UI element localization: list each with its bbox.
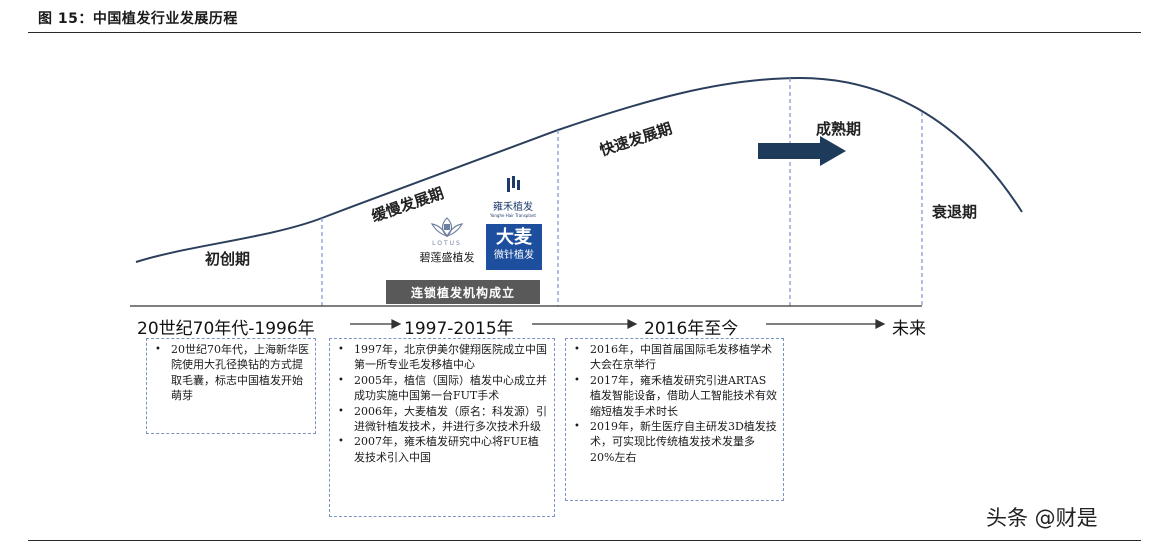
bottom-rule [28,540,1141,541]
damai-sub: 微针植发 [494,250,534,261]
damai-logo: 大麦 微针植发 [486,224,542,270]
watermark: 头条 @财是 [986,506,1098,530]
yonghe-name: 雍禾植发 [493,202,533,213]
chain-label-box: 连锁植发机构成立 [386,280,540,304]
note-era-1: 20世纪70年代，上海新华医院使用大孔径换钻的方式提取毛囊，标志中国植发开始萌芽 [146,338,316,434]
note-era-2: 1997年，北京伊美尔健翔医院成立中国第一所专业毛发移植中心 2005年，植信（… [329,338,555,517]
phase-initial: 初创期 [205,250,251,268]
lotus-icon [430,217,464,237]
era-3-label: 2016年至今 [644,319,739,339]
timeline-arrow-3 [766,319,886,329]
lotus-sub: LOTUS [432,240,462,247]
era-4-label: 未来 [892,319,926,339]
top-rule [28,32,1141,33]
arrow-icon [758,136,846,166]
note-item: 2005年，植信（国际）植发中心成立并成功实施中国第一台FUT手术 [336,373,548,404]
phase-decline: 衰退期 [932,203,978,221]
note-item: 2017年，雍禾植发研究引进ARTAS植发智能设备，借助人工智能技术有效缩短植发… [572,373,777,419]
note-item: 2006年，大麦植发（原名：科发源）引进微针植发技术，并进行多次技术升级 [336,404,548,435]
yonghe-logo: 雍禾植发 Yonghe Hair Transplant [486,176,540,218]
timeline-arrow-2 [532,319,638,329]
damai-name: 大麦 [496,227,532,248]
note-item: 2016年，中国首届国际毛发移植学术大会在京举行 [572,342,777,373]
note-item: 1997年，北京伊美尔健翔医院成立中国第一所专业毛发移植中心 [336,342,548,373]
lifecycle-curve [135,76,1023,263]
yonghe-icon [507,176,520,192]
era-1-label: 20世纪70年代-1996年 [137,319,315,339]
note-item: 20世纪70年代，上海新华医院使用大孔径换钻的方式提取毛囊，标志中国植发开始萌芽 [153,342,309,404]
figure-title: 图 15：中国植发行业发展历程 [38,11,238,27]
lotus-name: 碧莲盛植发 [419,251,475,264]
era-2-label: 1997-2015年 [404,319,514,339]
note-era-3: 2016年，中国首届国际毛发移植学术大会在京举行 2017年，雍禾植发研究引进A… [565,338,784,501]
note-item: 2019年，新生医疗自主研发3D植发技术，可实现比传统植发技术发量多20%左右 [572,419,777,465]
lotus-logo: LOTUS 碧莲盛植发 [414,216,480,265]
yonghe-sub: Yonghe Hair Transplant [490,213,536,218]
timeline-arrow-1 [350,319,402,329]
note-item: 2007年，雍禾植发研究中心将FUE植发技术引入中国 [336,434,548,465]
phase-mature: 成熟期 [816,120,862,138]
